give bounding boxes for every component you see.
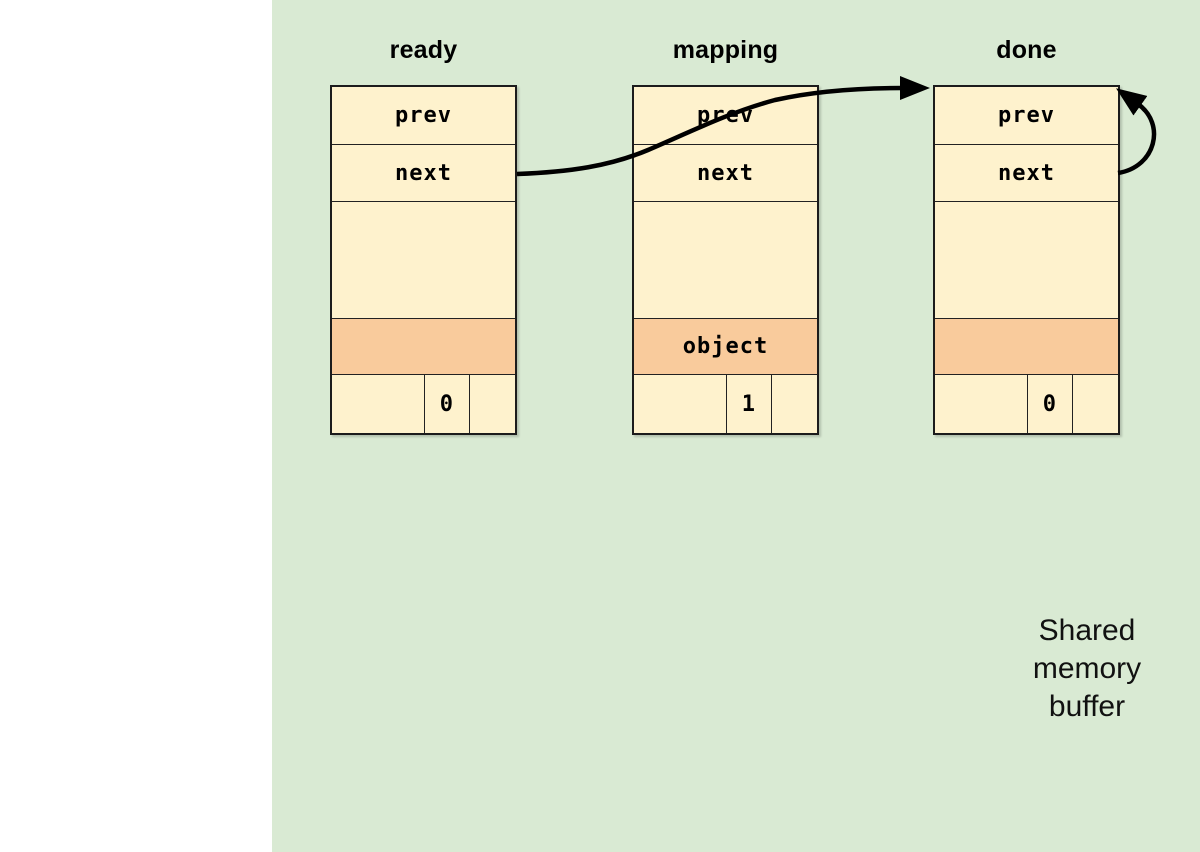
list-ready-flags-row: 0: [332, 375, 515, 433]
caption-line-3: buffer: [1048, 690, 1126, 723]
list-mapping-next-field: next: [634, 145, 817, 202]
list-done-next-field: next: [935, 145, 1118, 202]
list-done-flag-cell-left: [935, 375, 1027, 433]
list-done: done prev next 0: [933, 36, 1120, 435]
list-done-node: prev next 0: [933, 85, 1120, 435]
list-mapping-object-field: object: [634, 319, 817, 375]
list-done-flags-row: 0: [935, 375, 1118, 433]
list-ready: ready prev next 0: [330, 36, 517, 435]
list-ready-next-field: next: [332, 145, 515, 202]
caption-line-1: Shared: [1038, 614, 1136, 647]
caption-line-2: memory: [1032, 652, 1142, 685]
list-mapping-flag-cell-left: [634, 375, 726, 433]
list-ready-object-field: [332, 319, 515, 375]
list-mapping-flags-row: 1: [634, 375, 817, 433]
list-done-title: done: [996, 36, 1057, 64]
list-mapping-empty-field: [634, 202, 817, 319]
list-mapping-title: mapping: [672, 36, 779, 64]
list-done-ref-count: 0: [1026, 375, 1073, 433]
list-done-prev-field: prev: [935, 87, 1118, 145]
list-mapping-node: prev next object 1: [632, 85, 819, 435]
list-mapping: mapping prev next object 1: [632, 36, 819, 435]
list-mapping-prev-field: prev: [634, 87, 817, 145]
list-done-flag-cell-right: [1072, 375, 1118, 433]
list-ready-title: ready: [389, 36, 458, 64]
list-ready-empty-field: [332, 202, 515, 319]
list-done-object-field: [935, 319, 1118, 375]
list-ready-node: prev next 0: [330, 85, 517, 435]
list-ready-ref-count: 0: [423, 375, 470, 433]
shared-memory-caption: Shared memory buffer: [967, 612, 1200, 726]
list-ready-flag-cell-right: [469, 375, 515, 433]
list-ready-prev-field: prev: [332, 87, 515, 145]
list-mapping-ref-count: 1: [725, 375, 772, 433]
list-mapping-flag-cell-right: [771, 375, 817, 433]
list-ready-flag-cell-left: [332, 375, 424, 433]
list-done-empty-field: [935, 202, 1118, 319]
